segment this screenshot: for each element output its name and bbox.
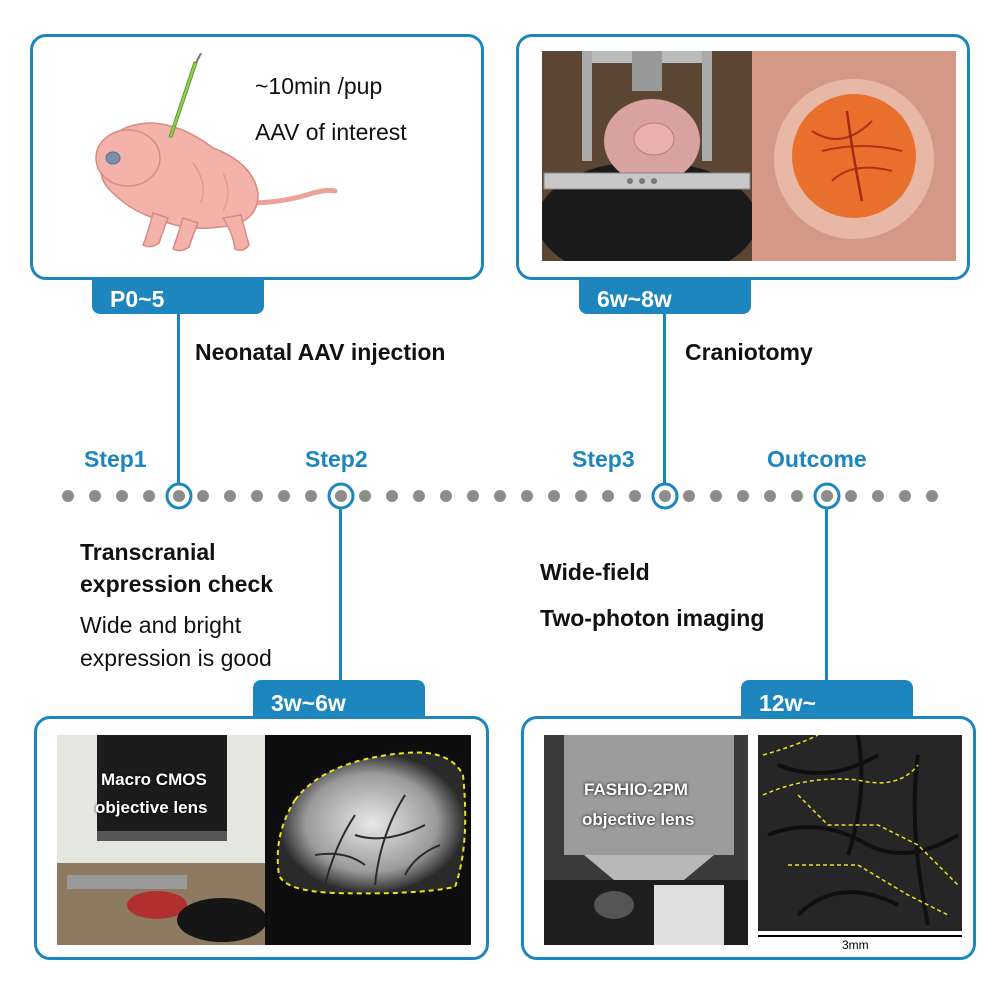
step2-desc-line1: Wide and bright <box>80 612 242 638</box>
step3-tab: 6w~8w <box>579 276 751 314</box>
timeline-dot <box>143 490 155 502</box>
timeline-dot <box>197 490 209 502</box>
step3-title: Craniotomy <box>685 339 813 365</box>
step2-desc-line2: expression is good <box>80 645 272 671</box>
timeline-dot <box>710 490 722 502</box>
macro-cmos-setup-photo: Macro CMOS objective lens <box>57 735 265 945</box>
macro-cmos-label-line1: Macro CMOS <box>101 770 207 789</box>
step3-connector <box>663 312 666 484</box>
step2-label: Step2 <box>305 446 368 472</box>
timeline-dot <box>791 490 803 502</box>
timeline-dot <box>440 490 452 502</box>
craniotomy-head-fixation-photo <box>542 51 752 261</box>
outcome-label: Outcome <box>767 446 867 472</box>
mouse-pup-illustration <box>95 53 338 252</box>
outcome-marker-core <box>821 490 833 502</box>
step3-panel <box>516 34 970 280</box>
step1-note-aav: AAV of interest <box>255 119 407 145</box>
timeline-dot <box>629 490 641 502</box>
timeline-dot <box>386 490 398 502</box>
step1-panel: ~10min /pup AAV of interest <box>30 34 484 280</box>
fashio-2pm-setup-photo: FASHIO-2PM objective lens <box>544 735 748 945</box>
step2-connector <box>339 508 342 680</box>
timeline-dot <box>62 490 74 502</box>
timeline-dot <box>116 490 128 502</box>
timeline-dot <box>413 490 425 502</box>
timeline-dot <box>548 490 560 502</box>
timeline-dot <box>602 490 614 502</box>
timeline-dot <box>683 490 695 502</box>
step2-marker-core <box>335 490 347 502</box>
transcranial-fluorescence-image <box>265 735 471 945</box>
timeline-dot <box>359 490 371 502</box>
timeline-dot <box>575 490 587 502</box>
timeline-dot <box>521 490 533 502</box>
fashio-label-line1: FASHIO-2PM <box>584 780 688 799</box>
outcome-line-widefield: Wide-field <box>540 559 650 585</box>
step3-marker-core <box>659 490 671 502</box>
timeline-dot <box>845 490 857 502</box>
step1-marker-core <box>173 490 185 502</box>
cranial-window-photo <box>752 51 956 261</box>
step1-note-duration: ~10min /pup <box>255 73 383 99</box>
outcome-panel: FASHIO-2PM objective lens 3mm <box>521 716 976 960</box>
outcome-connector <box>825 508 828 680</box>
step1-tab: P0~5 <box>92 276 264 314</box>
timeline-dot <box>737 490 749 502</box>
step2-panel: Macro CMOS objective lens <box>34 716 489 960</box>
timeline-dot <box>305 490 317 502</box>
timeline-dot <box>467 490 479 502</box>
timeline-dot <box>872 490 884 502</box>
outcome-line-twophoton: Two-photon imaging <box>540 605 765 631</box>
two-photon-wide-field-image <box>758 735 962 931</box>
fashio-label-line2: objective lens <box>582 810 695 829</box>
step1-connector <box>177 312 180 484</box>
step2-title-line1: Transcranial <box>80 539 216 565</box>
timeline-dot <box>764 490 776 502</box>
timeline-dots <box>62 490 938 502</box>
timeline-dot <box>89 490 101 502</box>
timeline-dot <box>278 490 290 502</box>
scale-bar-label: 3mm <box>842 938 869 952</box>
timeline-dot <box>224 490 236 502</box>
outcome-tab: 12w~ <box>741 680 913 722</box>
step1-title: Neonatal AAV injection <box>195 339 446 365</box>
macro-cmos-label-line2: objective lens <box>95 798 208 817</box>
step3-label: Step3 <box>572 446 635 472</box>
timeline-dot <box>926 490 938 502</box>
timeline-dot <box>251 490 263 502</box>
step1-label: Step1 <box>84 446 147 472</box>
step2-title-line2: expression check <box>80 571 274 597</box>
scale-bar <box>758 935 962 937</box>
timeline-dot <box>899 490 911 502</box>
timeline-markers <box>165 482 841 510</box>
step2-tab: 3w~6w <box>253 680 425 722</box>
timeline-dot <box>494 490 506 502</box>
